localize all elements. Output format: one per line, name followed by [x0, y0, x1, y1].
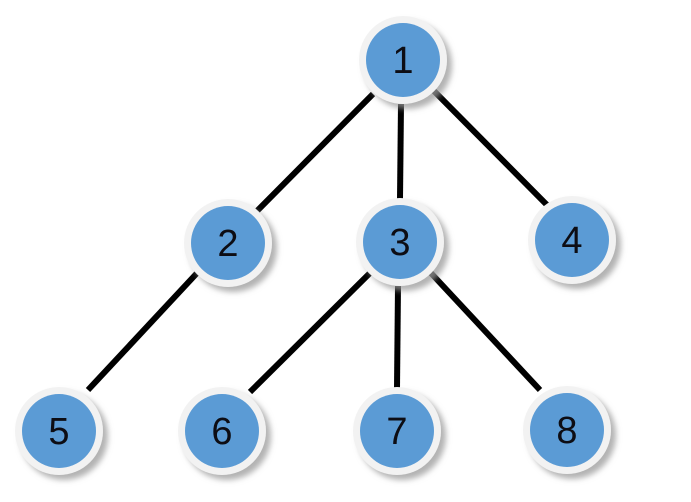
node-circle[interactable]: [530, 393, 604, 467]
node-circle[interactable]: [363, 205, 437, 279]
node-label: 3: [389, 222, 410, 264]
tree-node-4[interactable]: 4: [528, 196, 616, 284]
node-label: 6: [211, 411, 232, 453]
node-circle[interactable]: [366, 23, 440, 97]
tree-node-7[interactable]: 7: [353, 387, 441, 475]
tree-node-6[interactable]: 6: [178, 387, 266, 475]
tree-edge: [394, 285, 401, 389]
tree-node-1[interactable]: 1: [359, 16, 447, 104]
tree-edge: [427, 269, 543, 393]
node-circle[interactable]: [360, 394, 434, 468]
tree-node-5[interactable]: 5: [15, 387, 103, 475]
tree-edge: [85, 269, 201, 393]
node-label: 4: [561, 220, 582, 262]
tree-node-8[interactable]: 8: [523, 386, 611, 474]
tree-node-2[interactable]: 2: [184, 199, 272, 287]
tree-node-3[interactable]: 3: [356, 198, 444, 286]
node-label: 2: [217, 223, 238, 265]
tree-edge: [431, 88, 551, 209]
node-circle[interactable]: [535, 203, 609, 277]
edges-layer: [85, 88, 551, 395]
tree-edge: [397, 103, 404, 200]
node-label: 1: [392, 40, 413, 82]
node-label: 5: [48, 411, 69, 453]
nodes-layer: 1 2 3 4 5 6 7 8: [15, 16, 616, 475]
node-circle[interactable]: [22, 394, 96, 468]
node-label: 8: [556, 410, 577, 452]
tree-edge: [253, 91, 376, 215]
node-label: 7: [386, 411, 407, 453]
node-circle[interactable]: [185, 394, 259, 468]
tree-edge: [247, 269, 374, 395]
node-circle[interactable]: [191, 206, 265, 280]
